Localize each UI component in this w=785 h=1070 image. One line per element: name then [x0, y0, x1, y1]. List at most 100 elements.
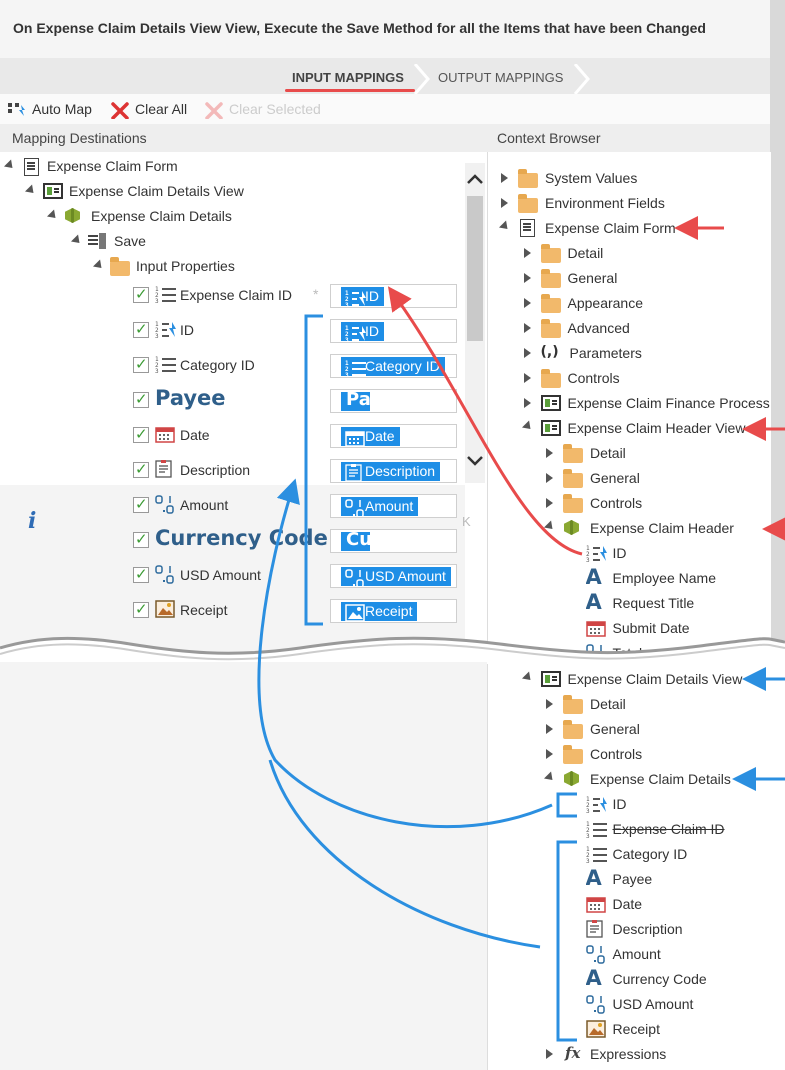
expander-icon[interactable] [523, 273, 531, 283]
context-node[interactable]: Detail [521, 243, 771, 265]
checkbox[interactable] [133, 390, 149, 408]
context-node[interactable]: Submit Date [585, 618, 771, 640]
mapped-field-chip[interactable]: Description [341, 462, 441, 481]
context-node[interactable]: Expense Claim Finance Processi [521, 393, 770, 415]
checkbox[interactable] [133, 355, 149, 373]
expander-icon[interactable] [546, 498, 553, 508]
context-node[interactable]: Expense Claim Details View [521, 669, 771, 691]
input-property-row[interactable]: Payee [131, 388, 311, 412]
clear-selected-button[interactable]: Clear Selected [204, 101, 321, 120]
checkbox[interactable] [133, 600, 149, 618]
expander-icon[interactable] [92, 259, 106, 272]
tree-node-input-properties[interactable]: Input Properties [88, 256, 388, 278]
context-node[interactable]: General [543, 468, 770, 490]
context-node[interactable]: Expense Claim Header View [521, 418, 771, 440]
context-node[interactable]: (,)Parameters [521, 343, 771, 365]
expander-icon[interactable] [46, 209, 60, 222]
checkbox[interactable] [133, 495, 149, 513]
tree-node-view[interactable]: Expense Claim Details View [20, 181, 320, 203]
checkbox[interactable] [133, 285, 149, 303]
tree-node-method-save[interactable]: Save [66, 231, 366, 253]
scrollbar-thumb[interactable] [467, 196, 483, 341]
expander-icon[interactable] [546, 1049, 553, 1059]
expander-icon[interactable] [70, 234, 84, 247]
expander-icon[interactable] [543, 520, 557, 533]
expander-icon[interactable] [546, 473, 553, 483]
context-node[interactable]: Controls [543, 744, 770, 766]
context-node[interactable]: Description [585, 919, 771, 941]
context-node[interactable]: System Values [498, 168, 770, 190]
mapping-drop-target[interactable]: Date [330, 424, 457, 448]
expander-icon[interactable] [521, 420, 534, 433]
context-node[interactable]: General [543, 719, 770, 741]
checkbox[interactable] [133, 460, 149, 478]
input-property-row[interactable]: Amount [131, 495, 311, 517]
expander-icon[interactable] [523, 323, 531, 333]
input-property-row[interactable]: Receipt [131, 600, 311, 622]
page-scrollbar[interactable] [770, 0, 785, 640]
context-node[interactable]: Date [585, 894, 771, 916]
expander-icon[interactable] [521, 671, 534, 684]
mapped-field-chip[interactable]: Receipt [341, 602, 418, 621]
scroll-down-icon[interactable] [466, 454, 484, 468]
input-property-row[interactable]: USD Amount [131, 565, 311, 587]
context-node[interactable]: Receipt [585, 1019, 771, 1041]
expander-icon[interactable] [498, 220, 512, 233]
mapping-drop-target[interactable]: Receipt [330, 599, 457, 623]
mapping-drop-target[interactable]: USD Amount [330, 564, 457, 588]
expander-icon[interactable] [3, 159, 17, 172]
auto-map-button[interactable]: Auto Map [7, 101, 92, 118]
context-node[interactable]: USD Amount [585, 994, 771, 1016]
clear-all-button[interactable]: Clear All [110, 101, 187, 120]
expander-icon[interactable] [523, 373, 531, 383]
context-node[interactable]: Detail [543, 443, 770, 465]
context-node[interactable]: Amount [585, 944, 771, 966]
expander-icon[interactable] [523, 398, 531, 408]
context-node[interactable]: Environment Fields [498, 193, 770, 215]
tab-input-mappings[interactable]: INPUT MAPPINGS [292, 70, 404, 85]
expander-icon[interactable] [546, 724, 553, 734]
mapping-drop-target[interactable]: Currency Code [330, 529, 457, 553]
checkbox[interactable] [133, 530, 149, 548]
context-node[interactable]: Controls [543, 493, 770, 515]
info-icon[interactable]: i [28, 508, 37, 534]
tree-node-smartobject[interactable]: Expense Claim Details [42, 206, 342, 228]
scroll-up-icon[interactable] [466, 172, 484, 186]
expander-icon[interactable] [501, 198, 508, 208]
context-node[interactable]: Expense Claim Details [543, 769, 770, 791]
expander-icon[interactable] [523, 248, 531, 258]
context-node[interactable]: General [521, 268, 771, 290]
checkbox[interactable] [133, 320, 149, 338]
context-node[interactable]: Expense Claim Header [543, 518, 770, 540]
context-node[interactable]: Advanced [521, 318, 771, 340]
mapped-field-chip[interactable]: USD Amount [341, 567, 451, 586]
context-node[interactable]: Appearance [521, 293, 771, 315]
input-property-row[interactable]: Date [131, 425, 311, 447]
input-property-row[interactable]: Description [131, 460, 311, 482]
expander-icon[interactable] [546, 448, 553, 458]
mapping-drop-target[interactable]: Amount [330, 494, 457, 518]
mapped-field-chip[interactable]: Currency Code [341, 532, 370, 551]
expander-icon[interactable] [523, 298, 531, 308]
context-node[interactable]: Expense Claim Form [498, 218, 770, 240]
expander-icon[interactable] [501, 173, 508, 183]
expander-icon[interactable] [546, 749, 553, 759]
tab-output-mappings[interactable]: OUTPUT MAPPINGS [438, 70, 564, 85]
mapping-drop-target[interactable]: Description [330, 459, 457, 483]
expander-icon[interactable] [523, 348, 531, 358]
context-node[interactable]: Detail [543, 694, 770, 716]
